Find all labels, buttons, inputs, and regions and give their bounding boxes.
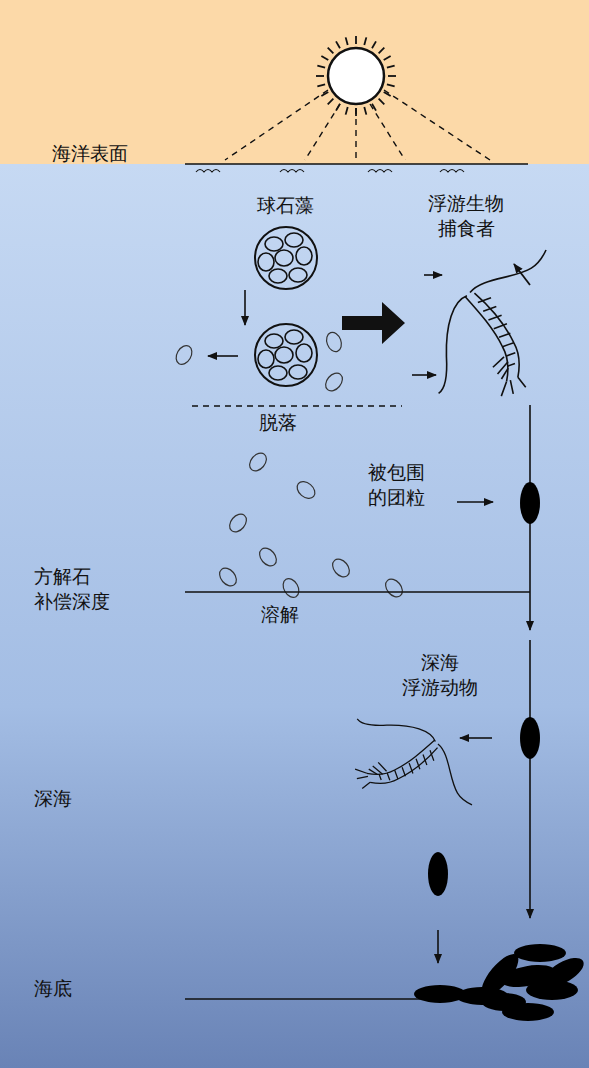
predator-label: 浮游生物 捕食者 [428, 191, 504, 240]
organism-label: 球石藻 [257, 193, 314, 218]
process-label: 脱落 [259, 410, 297, 435]
pellet-label: 被包围 的团粒 [368, 460, 425, 509]
surface-label: 海洋表面 [52, 141, 128, 166]
zooplankton-label: 深海 浮游动物 [402, 650, 478, 699]
zone-label: 深海 [34, 786, 72, 811]
seafloor-label: 海底 [34, 976, 72, 1001]
process-label: 溶解 [261, 602, 299, 627]
depth-label: 方解石 补偿深度 [34, 564, 110, 613]
